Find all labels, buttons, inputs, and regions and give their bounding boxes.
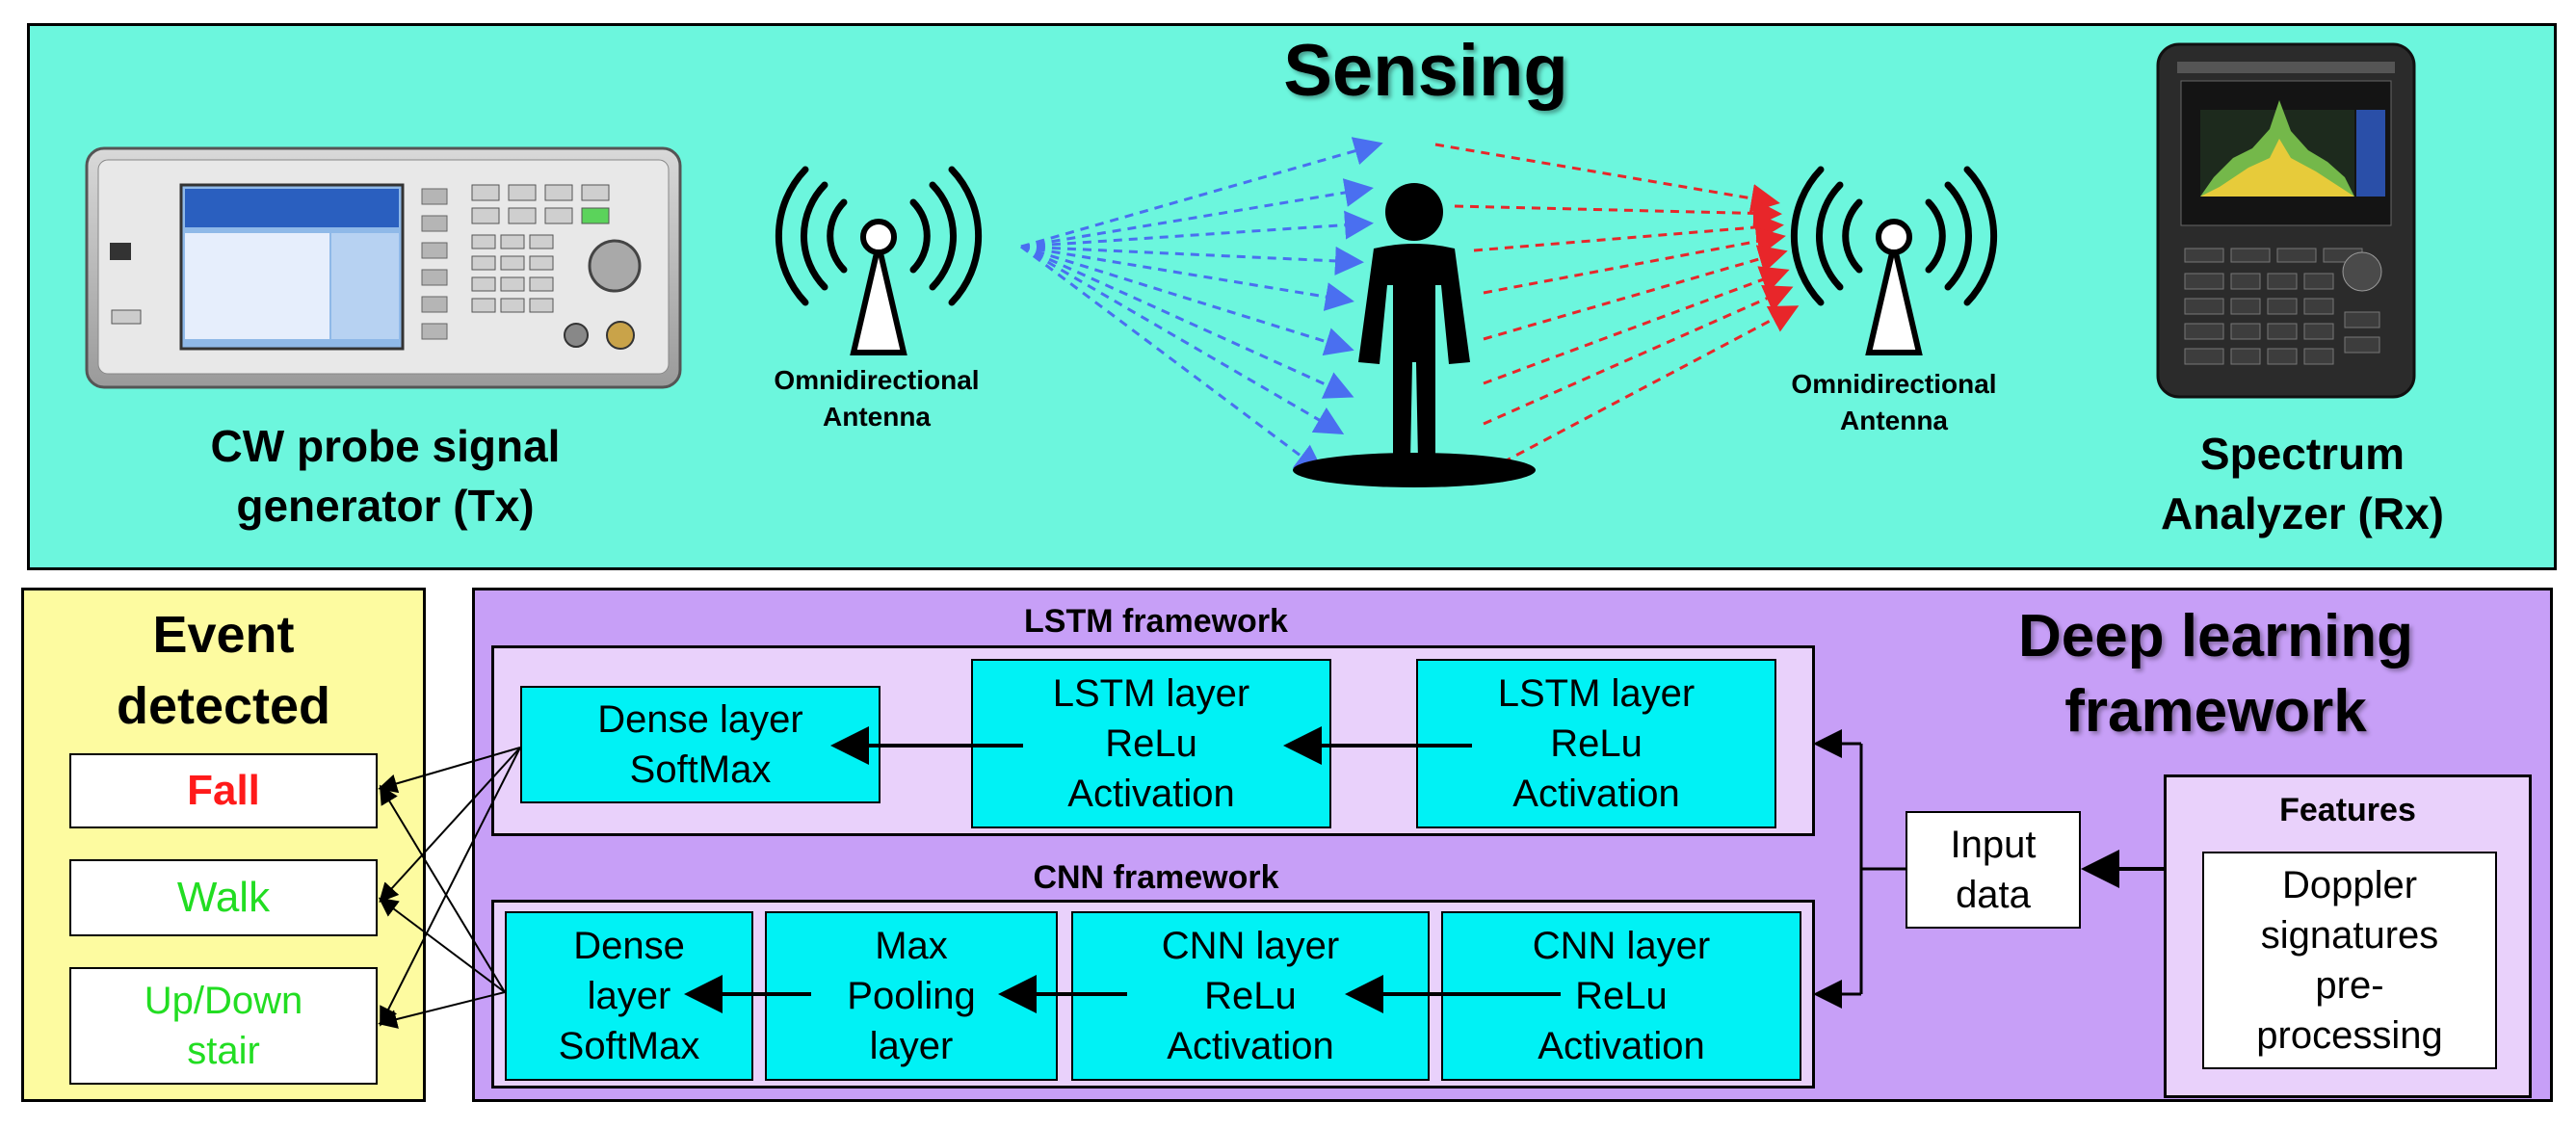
spectrum-analyzer-image: [2156, 42, 2416, 399]
rx-antenna-label: Omnidirectional Antenna: [1791, 369, 1997, 435]
event-fall: Fall: [69, 753, 378, 828]
sensing-title: Sensing: [1283, 30, 1568, 112]
lstm-layer-1: LSTM layer ReLu Activation: [1416, 659, 1776, 828]
rx-antenna-icon: [1780, 164, 2008, 356]
event-stair: Up/Down stair: [69, 967, 378, 1085]
cnn-framework-label: CNN framework: [1033, 859, 1279, 896]
lstm-framework-label: LSTM framework: [1024, 603, 1288, 640]
sensing-rays: [1020, 137, 1800, 474]
lstm-dense-layer: Dense layer SoftMax: [520, 686, 881, 803]
cnn-layer-1: CNN layer ReLu Activation: [1441, 911, 1801, 1081]
input-data-box: Input data: [1906, 811, 2081, 929]
event-title: Event detected: [116, 606, 331, 735]
deep-learning-title: Deep learning framework: [2018, 603, 2413, 745]
rx-label: Spectrum Analyzer (Rx): [2161, 429, 2444, 538]
signal-generator-image: [85, 146, 682, 389]
event-walk: Walk: [69, 859, 378, 936]
tx-antenna-label: Omnidirectional Antenna: [774, 365, 980, 432]
doppler-preprocessing-box: Doppler signatures pre- processing: [2202, 852, 2497, 1069]
cnn-dense-layer: Dense layer SoftMax: [505, 911, 753, 1081]
lstm-layer-2: LSTM layer ReLu Activation: [971, 659, 1331, 828]
features-label: Features: [2279, 792, 2416, 828]
person-icon: [1291, 179, 1538, 489]
tx-antenna-icon: [765, 164, 992, 356]
tx-label: CW probe signal generator (Tx): [210, 421, 561, 531]
